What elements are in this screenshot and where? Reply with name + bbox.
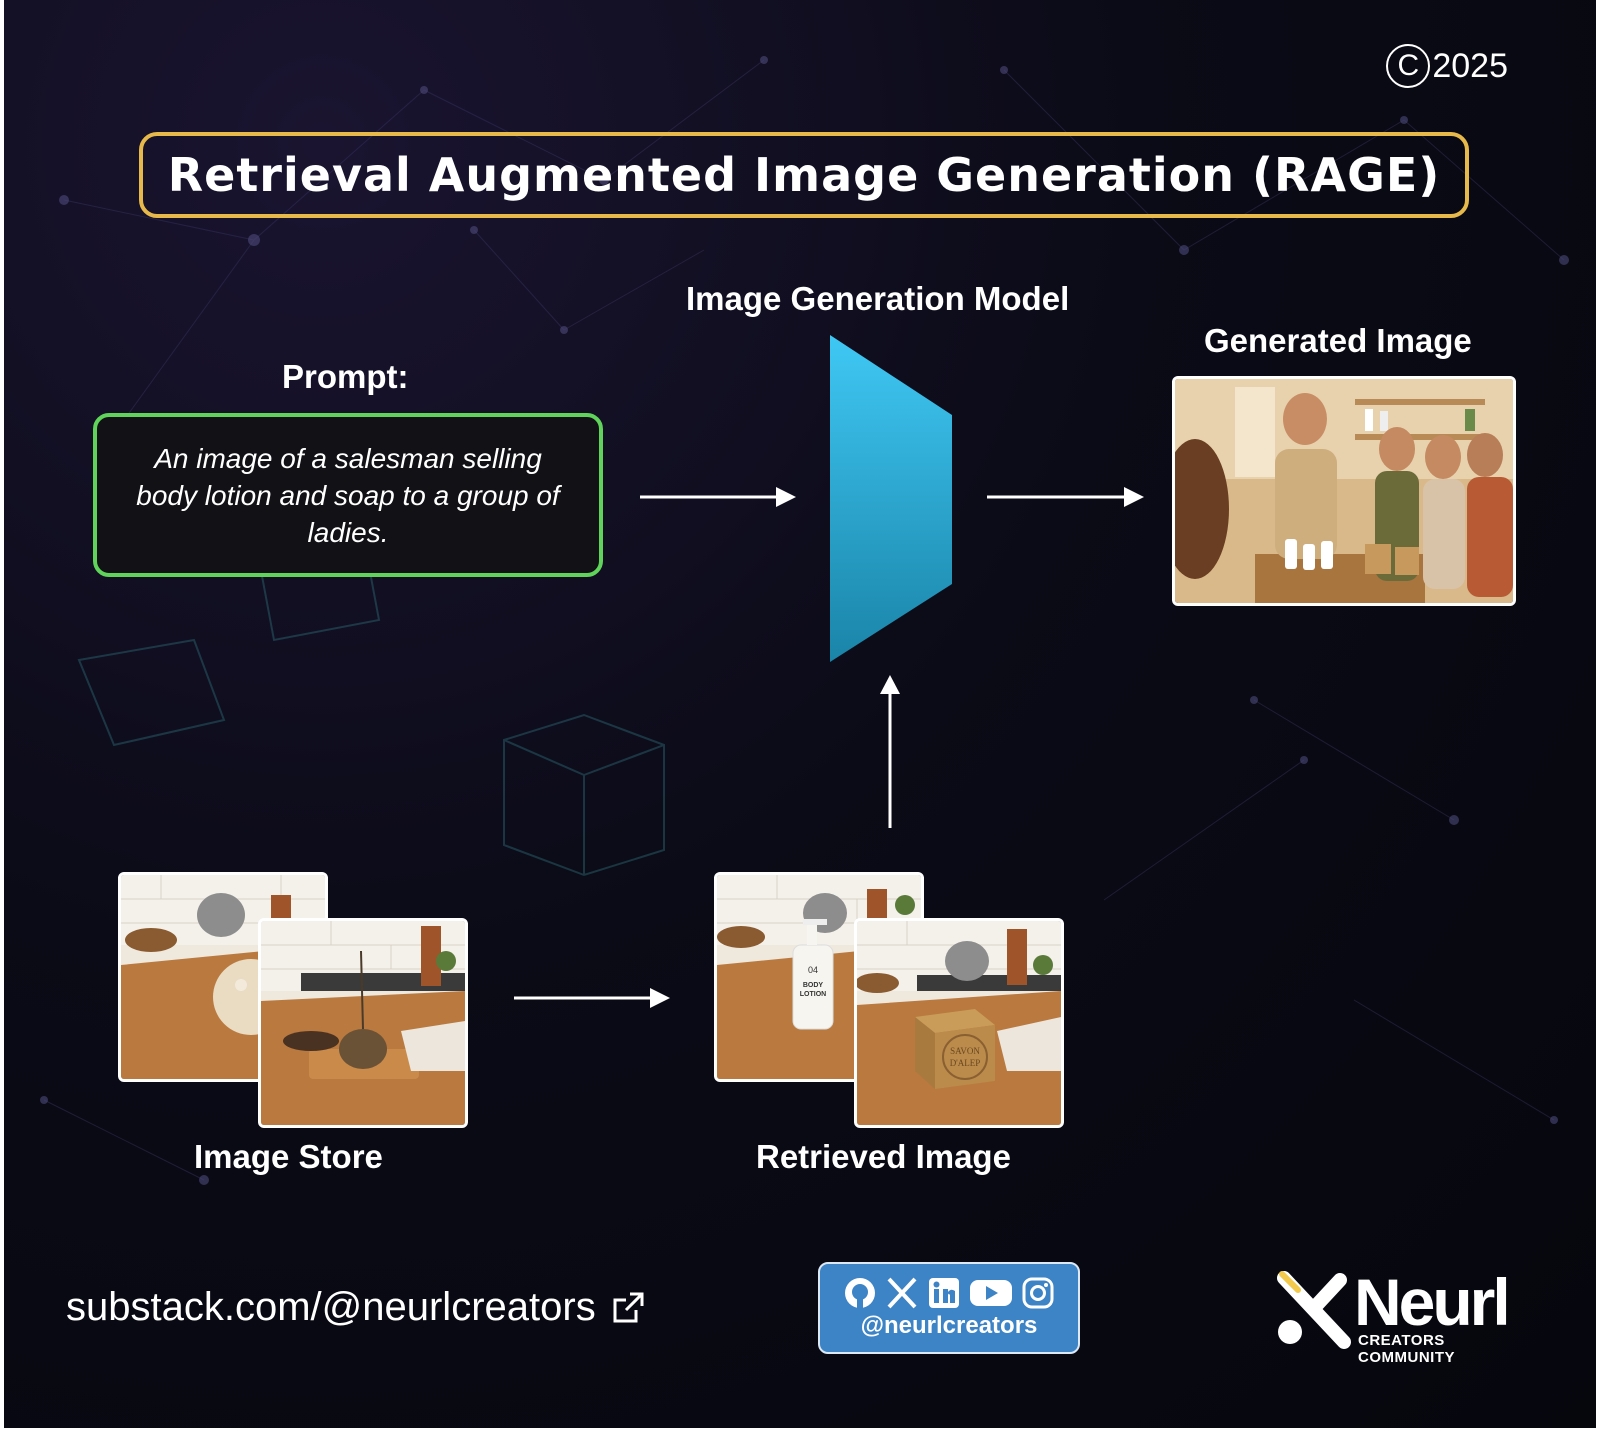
brand-name: Neurl	[1354, 1264, 1508, 1340]
diagram-canvas: C 2025 Retrieval Augmented Image Generat…	[4, 0, 1596, 1428]
arrow-model-to-generated	[987, 487, 1144, 507]
arrow-retrieved-to-model	[880, 675, 900, 828]
svg-text:BODY: BODY	[803, 982, 824, 989]
neurl-logo-icon	[1274, 1270, 1354, 1350]
youtube-icon[interactable]	[969, 1276, 1013, 1310]
store-image-incense	[258, 918, 468, 1128]
svg-text:SAVON: SAVON	[950, 1046, 980, 1056]
arrow-store-to-retrieved	[514, 988, 670, 1008]
model-shape	[830, 335, 952, 662]
svg-text:LOTION: LOTION	[800, 991, 826, 998]
arrow-prompt-to-model	[640, 487, 796, 507]
instagram-icon[interactable]	[1021, 1276, 1055, 1310]
brand-logo: Neurl CREATORS COMMUNITY	[1274, 1270, 1544, 1350]
social-icons	[843, 1276, 1055, 1310]
linkedin-icon[interactable]	[927, 1276, 961, 1310]
svg-text:04: 04	[808, 965, 818, 975]
substack-link[interactable]: substack.com/@neurlcreators	[66, 1285, 646, 1330]
github-icon[interactable]	[843, 1276, 877, 1310]
social-badge[interactable]: @neurlcreators	[818, 1262, 1080, 1354]
retrieved-image-soap: SAVON D'ALEP	[854, 918, 1064, 1128]
x-icon[interactable]	[885, 1276, 919, 1310]
svg-text:D'ALEP: D'ALEP	[950, 1058, 981, 1068]
substack-url[interactable]: substack.com/@neurlcreators	[66, 1285, 596, 1330]
external-link-icon	[610, 1290, 646, 1326]
social-handle: @neurlcreators	[861, 1312, 1038, 1340]
generated-image	[1172, 376, 1516, 606]
flow-arrows	[4, 0, 1596, 1428]
brand-subtitle: CREATORS COMMUNITY	[1358, 1332, 1544, 1366]
